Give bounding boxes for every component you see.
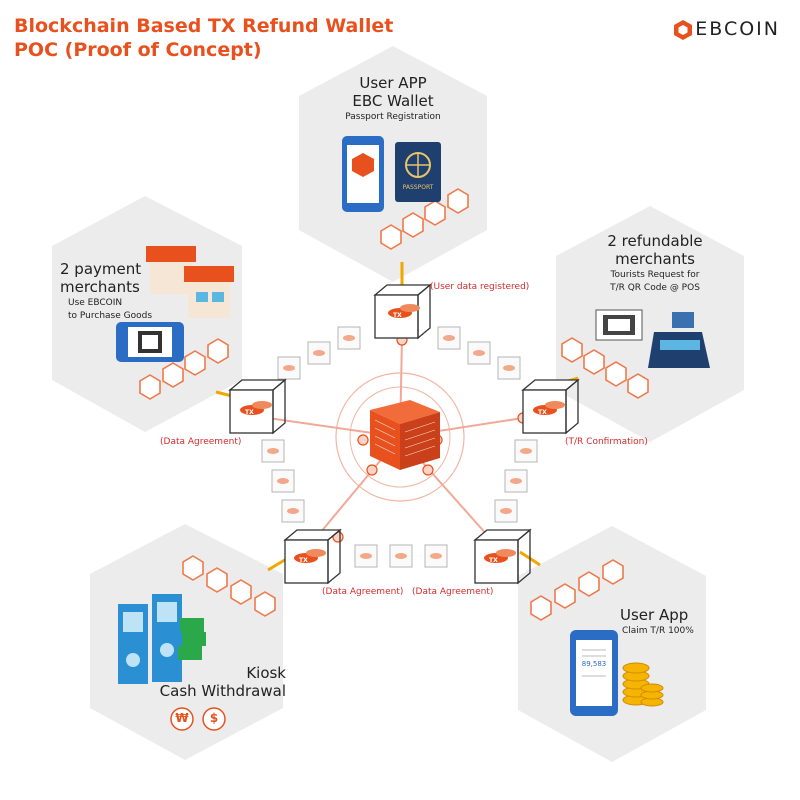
heading: merchants xyxy=(615,250,695,268)
subtext: T/R QR Code @ POS xyxy=(610,283,700,293)
tx-label-top: TX xyxy=(393,312,402,319)
coins-icon xyxy=(622,662,664,707)
heading: 2 refundable xyxy=(607,232,703,250)
brand-name: EBCOIN xyxy=(695,18,780,40)
shop-icon xyxy=(146,246,234,318)
center-ring-outer xyxy=(335,372,465,502)
dollar-symbol: $ xyxy=(209,711,219,725)
cube-bottom-left-tx xyxy=(294,549,326,563)
ebcoin-logo-icon xyxy=(674,20,692,40)
subtext: Passport Registration xyxy=(345,112,441,122)
cube-left-tx xyxy=(240,401,272,415)
central-ledger-cube xyxy=(370,400,440,470)
phone-ebcoin-icon xyxy=(342,136,384,212)
subtext: to Purchase Goods xyxy=(68,311,153,321)
dollar-coin-icon xyxy=(202,707,226,731)
cube-right-tx xyxy=(533,401,565,415)
tx-label-right: TX xyxy=(538,409,547,416)
tx-label-left: TX xyxy=(245,409,254,416)
tx-label-bottom-left: TX xyxy=(299,557,308,564)
title-line-2: POC (Proof of Concept) xyxy=(14,39,262,61)
pos-terminal-icon xyxy=(595,309,710,368)
heading: 2 payment xyxy=(60,260,142,278)
heading: merchants xyxy=(60,278,140,296)
passport-icon xyxy=(395,142,441,202)
payment-qr-phone-icon xyxy=(116,322,184,362)
hex-panel-refundable-merchants xyxy=(556,206,744,442)
heading: Cash Withdrawal xyxy=(159,682,286,700)
page-title: Blockchain Based TX Refund Wallet POC (P… xyxy=(14,14,393,62)
won-coin-icon xyxy=(170,707,194,731)
heading: EBC Wallet xyxy=(352,92,434,110)
cube-bottom-left xyxy=(283,528,342,585)
won-symbol: ₩ xyxy=(175,711,189,725)
heading: User App xyxy=(620,606,689,624)
label-user-data-registered: (User data registered) xyxy=(430,282,530,292)
heading: User APP xyxy=(359,74,427,92)
subtext: Use EBCOIN xyxy=(68,298,123,308)
label-data-agreement-bottom-right: (Data Agreement) xyxy=(412,587,494,597)
subtext: Tourists Request for xyxy=(610,270,700,280)
receipt-amount: 89,583 xyxy=(581,660,607,668)
cash-stack-icon xyxy=(178,618,206,660)
node-kiosk-label: Kiosk Cash Withdrawal xyxy=(158,664,286,700)
heading: Kiosk xyxy=(246,664,286,682)
center-ring-inner xyxy=(349,386,451,488)
subtext: Claim T/R 100% xyxy=(622,626,694,636)
tx-label-bottom-right: TX xyxy=(489,557,498,564)
hex-panel-user-app-wallet xyxy=(299,46,487,282)
receipt-phone-icon xyxy=(570,630,618,716)
chain-block-tokens xyxy=(267,335,532,559)
orange-hex-tiles xyxy=(139,188,649,621)
passport-text: PASSPORT xyxy=(402,184,434,191)
cube-top-tx xyxy=(388,304,420,318)
label-tr-confirmation: (T/R Confirmation) xyxy=(565,437,648,447)
brand-logo: EBCOIN xyxy=(687,18,780,40)
cube-bottom-right-tx xyxy=(484,549,516,563)
node-user-app-wallet-label: User APP EBC Wallet Passport Registratio… xyxy=(343,74,443,123)
node-refundable-merchants-label: 2 refundable merchants Tourists Request … xyxy=(595,232,715,294)
node-user-app-claim-label: User App Claim T/R 100% xyxy=(600,606,700,637)
cube-top xyxy=(373,283,432,340)
node-payment-merchants-label: 2 payment merchants Use EBCOIN to Purcha… xyxy=(60,260,153,322)
label-data-agreement-bottom-left: (Data Agreement) xyxy=(322,587,404,597)
title-line-1: Blockchain Based TX Refund Wallet xyxy=(14,15,394,37)
kiosk-icon xyxy=(118,594,182,684)
label-data-agreement-left: (Data Agreement) xyxy=(160,437,242,447)
